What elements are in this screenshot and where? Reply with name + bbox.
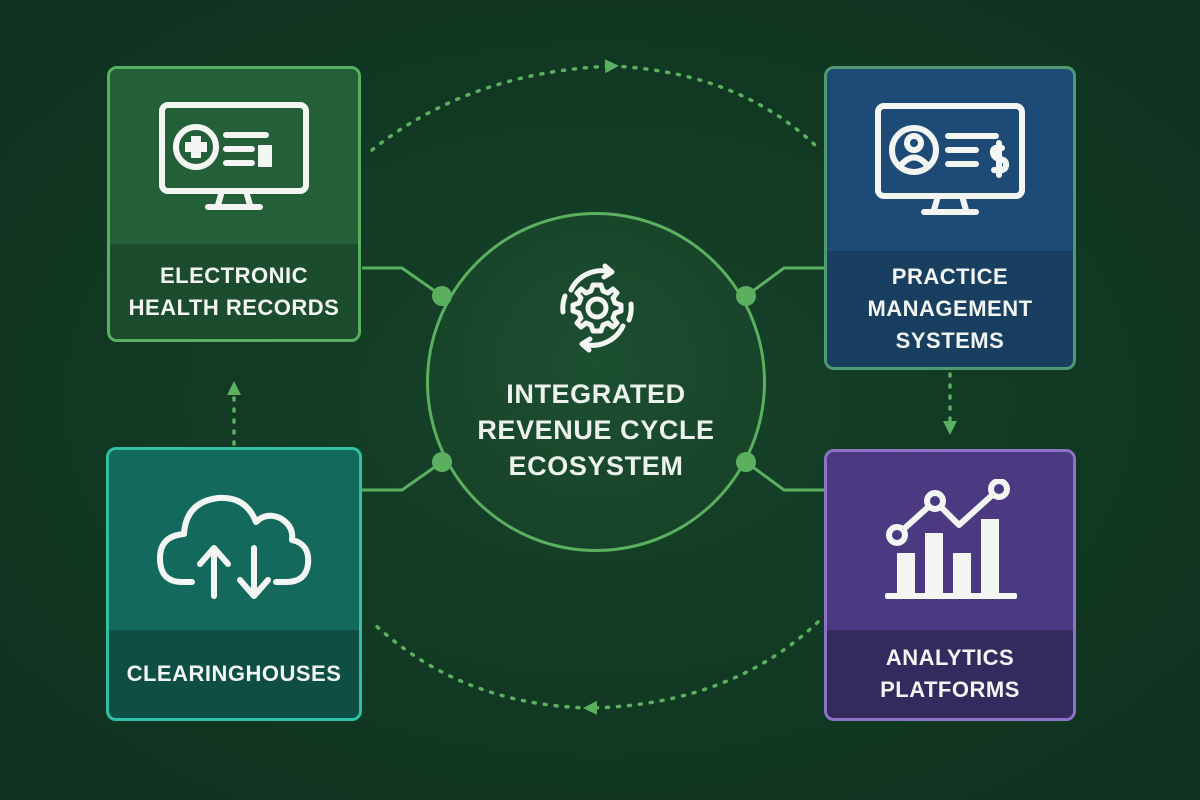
node-icon-area xyxy=(827,452,1073,630)
center-title-line: INTEGRATED xyxy=(506,379,686,409)
node-label: CLEARINGHOUSES xyxy=(109,630,359,718)
connector-node-clearinghouses xyxy=(432,452,452,472)
connector-analytics xyxy=(745,460,824,492)
connector-pm xyxy=(745,266,824,298)
flow-arc-bottom-left xyxy=(370,620,592,710)
node-label-line: SYSTEMS xyxy=(895,327,1005,353)
node-electronic-health-records: ELECTRONIC HEALTH RECORDS xyxy=(107,66,361,342)
node-analytics-platforms: ANALYTICS PLATFORMS xyxy=(824,449,1076,721)
cloud-upload-download-icon xyxy=(157,494,312,599)
flow-arc-top-right xyxy=(610,64,820,150)
node-label-line: HEALTH RECORDS xyxy=(128,294,340,320)
connector-node-analytics xyxy=(736,452,756,472)
node-label-line: ELECTRONIC xyxy=(160,262,308,288)
gear-with-cycle-arrows-icon xyxy=(560,263,634,353)
flow-arc-top xyxy=(370,59,619,152)
connector-node-pm xyxy=(736,286,756,306)
connector-clearinghouses xyxy=(362,460,443,492)
monitor-medical-record-icon xyxy=(159,101,309,210)
bar-chart-trend-icon xyxy=(885,479,1017,599)
node-clearinghouses: CLEARINGHOUSES xyxy=(106,447,362,721)
node-practice-management-systems: PRACTICE MANAGEMENT SYSTEMS xyxy=(824,66,1076,370)
node-icon-area xyxy=(827,69,1073,251)
node-label-line: MANAGEMENT xyxy=(867,296,1033,322)
node-label-line: ANALYTICS xyxy=(885,645,1015,671)
monitor-patient-billing-icon xyxy=(875,103,1025,215)
center-title-line: ECOSYSTEM xyxy=(508,451,684,482)
node-label-line: PLATFORMS xyxy=(880,677,1020,702)
center-title-line: REVENUE CYCLE xyxy=(477,415,715,446)
connector-ehr xyxy=(362,266,443,298)
node-label: ANALYTICS PLATFORMS xyxy=(827,630,1073,718)
node-label: ELECTRONIC HEALTH RECORDS xyxy=(110,244,358,339)
node-icon-area xyxy=(109,450,359,630)
node-label: PRACTICE MANAGEMENT SYSTEMS xyxy=(827,251,1073,367)
node-icon-area xyxy=(110,69,358,244)
connector-node-ehr xyxy=(432,286,452,306)
node-label-line: PRACTICE xyxy=(891,264,1009,290)
flow-arc-bottom-right xyxy=(583,620,820,715)
center-title: INTEGRATED REVENUE CYCLE ECOSYSTEM xyxy=(430,376,762,485)
node-label-line: CLEARINGHOUSES xyxy=(126,661,342,687)
